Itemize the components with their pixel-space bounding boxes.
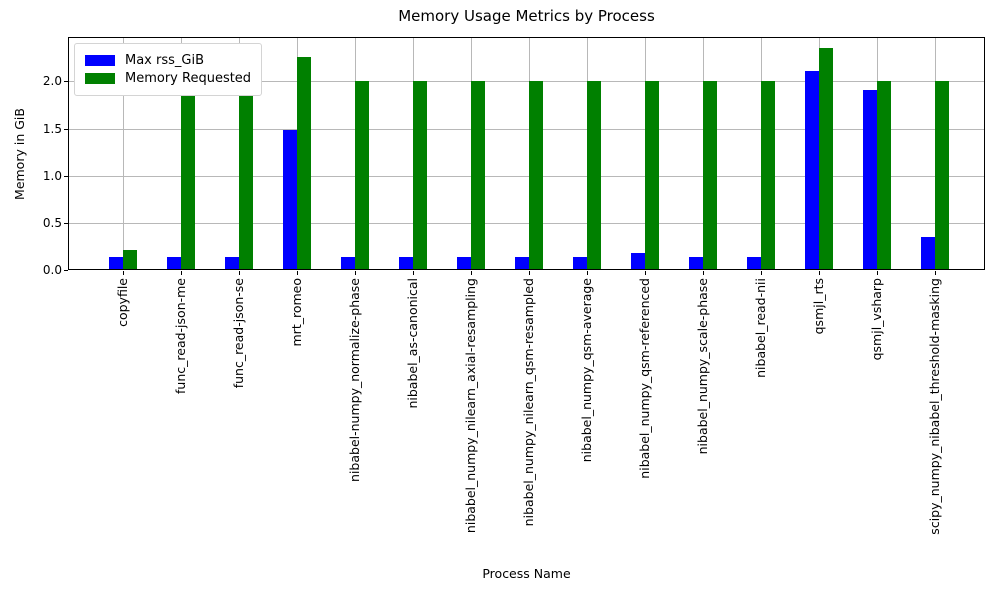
bar-memory-requested-nibabel-read-nii: [760, 81, 775, 270]
bar-max-rss-gib-nibabel-numpy-normalize-phase: [340, 256, 355, 270]
y-tick-label: 1.5: [42, 121, 62, 136]
x-tick-mark: [412, 271, 414, 275]
bar-memory-requested-nibabel-numpy-nilearn-qsm-resampled: [528, 81, 543, 270]
x-tick-label-copyfile: copyfile: [114, 278, 130, 327]
x-tick-label-nibabel-read-nii: nibabel_read-nii: [752, 278, 768, 378]
y-tick-mark: [64, 175, 68, 177]
bar-max-rss-gib-nibabel-numpy-nilearn-axial-resampling: [456, 256, 471, 270]
y-tick-label: 2.0: [42, 74, 62, 89]
x-tick-mark: [470, 271, 472, 275]
x-tick-mark: [238, 271, 240, 275]
horizontal-gridline: [68, 222, 985, 224]
x-tick-label-qsmjl-vsharp: qsmjl_vsharp: [868, 278, 884, 361]
x-tick-label-nibabel-numpy-scale-phase: nibabel_numpy_scale-phase: [694, 278, 710, 455]
x-tick-label-nibabel-as-canonical: nibabel_as-canonical: [404, 278, 420, 409]
x-tick-mark: [586, 271, 588, 275]
x-tick-mark: [818, 271, 820, 275]
x-tick-mark: [934, 271, 936, 275]
y-tick-mark: [64, 270, 68, 271]
y-tick-mark: [64, 128, 68, 130]
horizontal-gridline: [68, 175, 985, 177]
bar-max-rss-gib-nibabel-read-nii: [746, 256, 761, 270]
legend-entry-max-rss-gib: Max rss_GiB: [85, 53, 251, 68]
bar-memory-requested-scipy-numpy-nibabel-threshold-masking: [934, 81, 949, 270]
bar-max-rss-gib-nibabel-as-canonical: [398, 256, 413, 270]
bar-memory-requested-mrt-romeo: [296, 56, 311, 270]
bar-max-rss-gib-nibabel-numpy-nilearn-qsm-resampled: [514, 256, 529, 270]
bar-memory-requested-nibabel-numpy-scale-phase: [702, 81, 717, 270]
bar-memory-requested-qsmjl-rts: [818, 48, 833, 270]
bar-max-rss-gib-qsmjl-vsharp: [862, 89, 877, 270]
x-tick-label-nibabel-numpy-qsm-referenced: nibabel_numpy_qsm-referenced: [636, 278, 652, 479]
x-tick-mark: [876, 271, 878, 275]
bar-max-rss-gib-copyfile: [108, 256, 123, 270]
legend-swatch-max-rss-gib: [85, 55, 115, 66]
x-tick-label-mrt-romeo: mrt_romeo: [288, 278, 304, 347]
vertical-gridline: [122, 37, 124, 270]
y-tick-label: 0.5: [42, 215, 62, 230]
x-tick-mark: [122, 271, 124, 275]
y-tick-mark: [64, 81, 68, 83]
x-tick-label-func-read-json-se: func_read-json-se: [230, 278, 246, 389]
bar-memory-requested-copyfile: [122, 250, 137, 270]
bar-max-rss-gib-qsmjl-rts: [804, 70, 819, 270]
x-tick-label-nibabel-numpy-qsm-average: nibabel_numpy_qsm-average: [578, 278, 594, 463]
x-tick-label-scipy-numpy-nibabel-threshold-masking: scipy_numpy_nibabel_threshold-masking: [926, 278, 942, 535]
bar-max-rss-gib-nibabel-numpy-qsm-average: [572, 256, 587, 270]
x-tick-mark: [180, 271, 182, 275]
bar-max-rss-gib-func-read-json-se: [224, 256, 239, 270]
legend-label: Memory Requested: [125, 71, 252, 86]
legend-entry-memory-requested: Memory Requested: [85, 71, 251, 86]
bar-memory-requested-nibabel-numpy-normalize-phase: [354, 81, 369, 270]
x-tick-label-nibabel-numpy-nilearn-axial-resampling: nibabel_numpy_nilearn_axial-resampling: [462, 278, 478, 534]
bar-max-rss-gib-mrt-romeo: [282, 130, 297, 270]
y-axis-label: Memory in GiB: [12, 108, 27, 200]
horizontal-gridline: [68, 81, 985, 83]
y-tick-label: 0.0: [42, 263, 62, 277]
x-tick-label-qsmjl-rts: qsmjl_rts: [810, 278, 826, 335]
x-tick-label-nibabel-numpy-normalize-phase: nibabel-numpy_normalize-phase: [346, 278, 362, 482]
bar-memory-requested-nibabel-numpy-nilearn-axial-resampling: [470, 81, 485, 270]
bar-memory-requested-func-read-json-se: [238, 81, 253, 270]
y-tick-mark: [64, 222, 68, 224]
x-tick-mark: [644, 271, 646, 275]
x-axis-label: Process Name: [482, 566, 571, 581]
bar-max-rss-gib-scipy-numpy-nibabel-threshold-masking: [920, 236, 935, 270]
bar-memory-requested-func-read-json-me: [180, 81, 195, 270]
y-tick-label: 1.0: [42, 168, 62, 183]
x-tick-mark: [760, 271, 762, 275]
bar-max-rss-gib-nibabel-numpy-qsm-referenced: [630, 253, 645, 270]
legend-swatch-memory-requested: [85, 73, 115, 84]
x-tick-label-nibabel-numpy-nilearn-qsm-resampled: nibabel_numpy_nilearn_qsm-resampled: [520, 278, 536, 527]
bar-max-rss-gib-func-read-json-me: [166, 256, 181, 270]
x-tick-mark: [702, 271, 704, 275]
legend: Max rss_GiB Memory Requested: [74, 43, 263, 96]
x-tick-mark: [296, 271, 298, 275]
chart-title: Memory Usage Metrics by Process: [398, 7, 655, 25]
x-tick-mark: [528, 271, 530, 275]
bar-max-rss-gib-nibabel-numpy-scale-phase: [688, 256, 703, 270]
bar-memory-requested-nibabel-as-canonical: [412, 81, 427, 270]
bar-memory-requested-nibabel-numpy-qsm-average: [586, 81, 601, 270]
bar-memory-requested-nibabel-numpy-qsm-referenced: [644, 81, 659, 270]
legend-label: Max rss_GiB: [125, 53, 205, 68]
x-tick-label-func-read-json-me: func_read-json-me: [172, 278, 188, 394]
bar-memory-requested-qsmjl-vsharp: [876, 81, 891, 270]
horizontal-gridline: [68, 128, 985, 130]
x-tick-mark: [354, 271, 356, 275]
